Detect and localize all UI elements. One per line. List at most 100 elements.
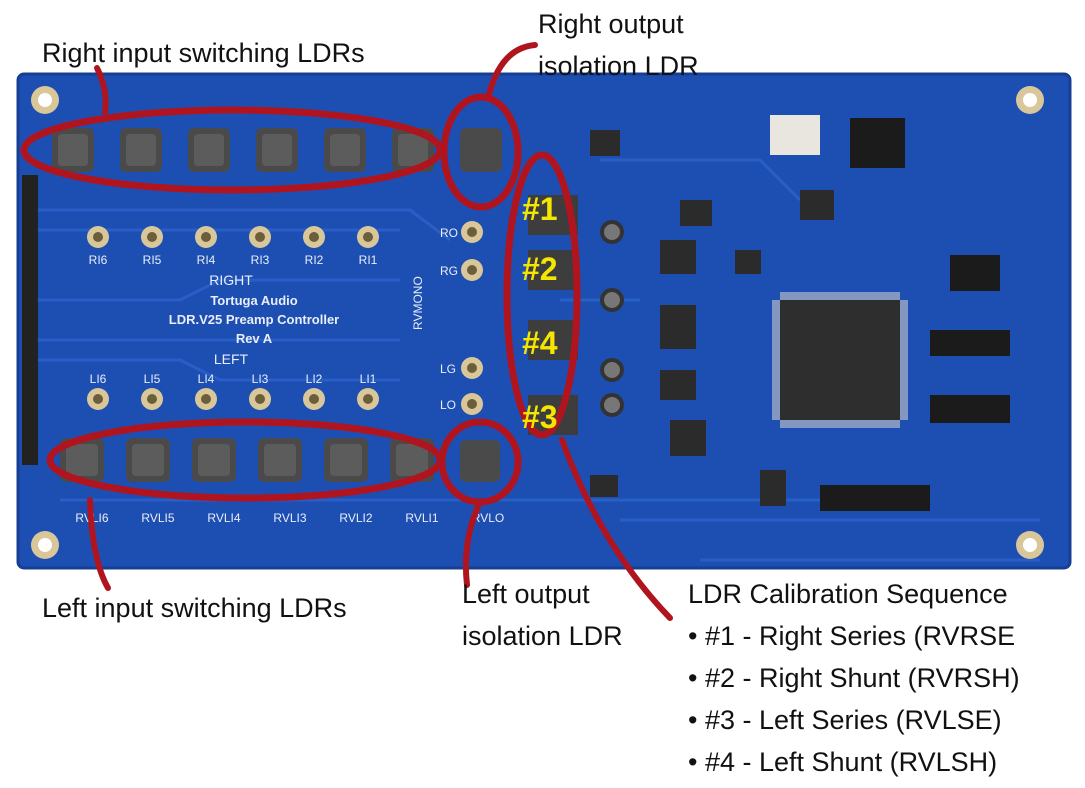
left-input-pad-label: LI2 [306,372,323,386]
highlight-rings [20,93,581,506]
left-input-label: Left input switching LDRs [42,593,347,623]
right-input-pad-hole [255,232,265,242]
left-input-pad-hole [255,394,265,404]
right-input-leader [94,65,109,115]
left-input-pad-label: LI3 [252,372,269,386]
bottom-ldr-face [396,444,428,476]
right-input-pad-hole [201,232,211,242]
calibration-step-1: • #1 - Right Series (RVRSE [688,621,1016,651]
calibration-step-4: • #4 - Left Shunt (RVLSH) [688,747,998,777]
right-output-leader [485,42,538,101]
board-title-2: LDR.V25 Preamp Controller [169,312,340,327]
calibration-step-3: • #3 - Left Series (RVLSE) [688,705,1002,735]
board-title-3: Rev A [236,331,273,346]
right-input-pad-label: RI5 [143,253,162,267]
right-input-pad-hole [309,232,319,242]
right-output-label-1: Right output [538,9,684,39]
output-pad-hole [467,399,477,409]
bottom-ldr-face [132,444,164,476]
step-text: #1 - Right Series (RVRSE [704,621,1016,651]
left-input-pad-hole [93,394,103,404]
right-input-pad-label: RI2 [305,253,324,267]
right-input-pad-hole [93,232,103,242]
ref-designator: RVLI2 [339,511,372,525]
ref-designator: RVLI5 [141,511,174,525]
left-input-pad-hole [201,394,211,404]
mcu-chip [772,292,908,428]
calibration-ring [503,151,581,439]
left-input-pad-hole [147,394,157,404]
ref-designator: RVLO [472,511,504,525]
marker-4: #4 [522,325,558,361]
left-input-leader [87,497,111,591]
right-input-ldrs [52,128,502,172]
pin-headers [770,115,1010,511]
small-ics [590,130,834,506]
silkscreen: Tortuga Audio LDR.V25 Preamp Controller … [169,272,425,367]
top-ldr-face [330,134,360,166]
step-text: #4 - Left Shunt (RVLSH) [704,747,998,777]
calibration-leader [559,437,673,621]
left-output-label-2: isolation LDR [462,621,623,651]
left-output-ldr [460,440,500,482]
bottom-ldr-face [66,444,98,476]
left-input-pad-label: LI1 [360,372,377,386]
output-pads: RO RG LG LO [440,221,483,415]
right-input-label: Right input switching LDRs [42,38,365,68]
output-pad-label: RG [440,264,458,278]
bottom-ldr-face [330,444,362,476]
right-input-ring [20,106,444,194]
bottom-ldr-face [264,444,296,476]
bottom-ldr-face [198,444,230,476]
calibration-step-2: • #2 - Right Shunt (RVRSH) [688,663,1020,693]
marker-3: #3 [522,399,558,435]
output-pad-hole [467,265,477,275]
left-output-leader [462,499,483,588]
output-pad-hole [467,227,477,237]
right-input-pad-label: RI3 [251,253,270,267]
callout-lines [87,42,673,621]
marker-1: #1 [522,191,558,227]
left-header [22,175,38,465]
left-heading: LEFT [214,351,249,367]
left-input-pad-label: LI6 [90,372,107,386]
output-pad-label: LO [440,398,456,412]
mono-label: RVMONO [411,276,425,330]
top-ldr-face [262,134,292,166]
right-heading: RIGHT [209,272,253,288]
left-input-pad-label: LI5 [144,372,161,386]
calibration-title: LDR Calibration Sequence [688,579,1008,609]
right-output-ldr [460,128,502,172]
left-input-pads: LI6 LI5 LI4 LI3 LI2 LI1 [87,372,379,410]
top-ldr-face [126,134,156,166]
output-pad-hole [467,363,477,373]
left-input-pad-hole [363,394,373,404]
right-input-pad-label: RI6 [89,253,108,267]
right-input-pad-label: RI4 [197,253,216,267]
output-pad-label: LG [440,362,456,376]
step-text: #2 - Right Shunt (RVRSH) [704,663,1020,693]
top-ldr-face [398,134,428,166]
ref-designator: RVLI3 [273,511,306,525]
right-input-pad-hole [363,232,373,242]
top-ldr-face [58,134,88,166]
board-title-1: Tortuga Audio [210,293,297,308]
mounting-holes [31,86,1044,559]
top-ldr-face [194,134,224,166]
right-output-label-2: isolation LDR [538,51,699,81]
output-pad-label: RO [440,226,458,240]
right-input-pad-hole [147,232,157,242]
left-input-pad-label: LI4 [198,372,215,386]
ref-designator: RVLI4 [207,511,240,525]
left-input-pad-hole [309,394,319,404]
calibration-markers: #1 #2 #4 #3 [522,191,558,435]
right-output-ring [440,93,522,211]
ref-designator: RVLI1 [405,511,438,525]
marker-2: #2 [522,251,558,287]
left-output-label-1: Left output [462,579,590,609]
electrolytic-capacitors [600,220,624,417]
step-text: #3 - Left Series (RVLSE) [704,705,1002,735]
